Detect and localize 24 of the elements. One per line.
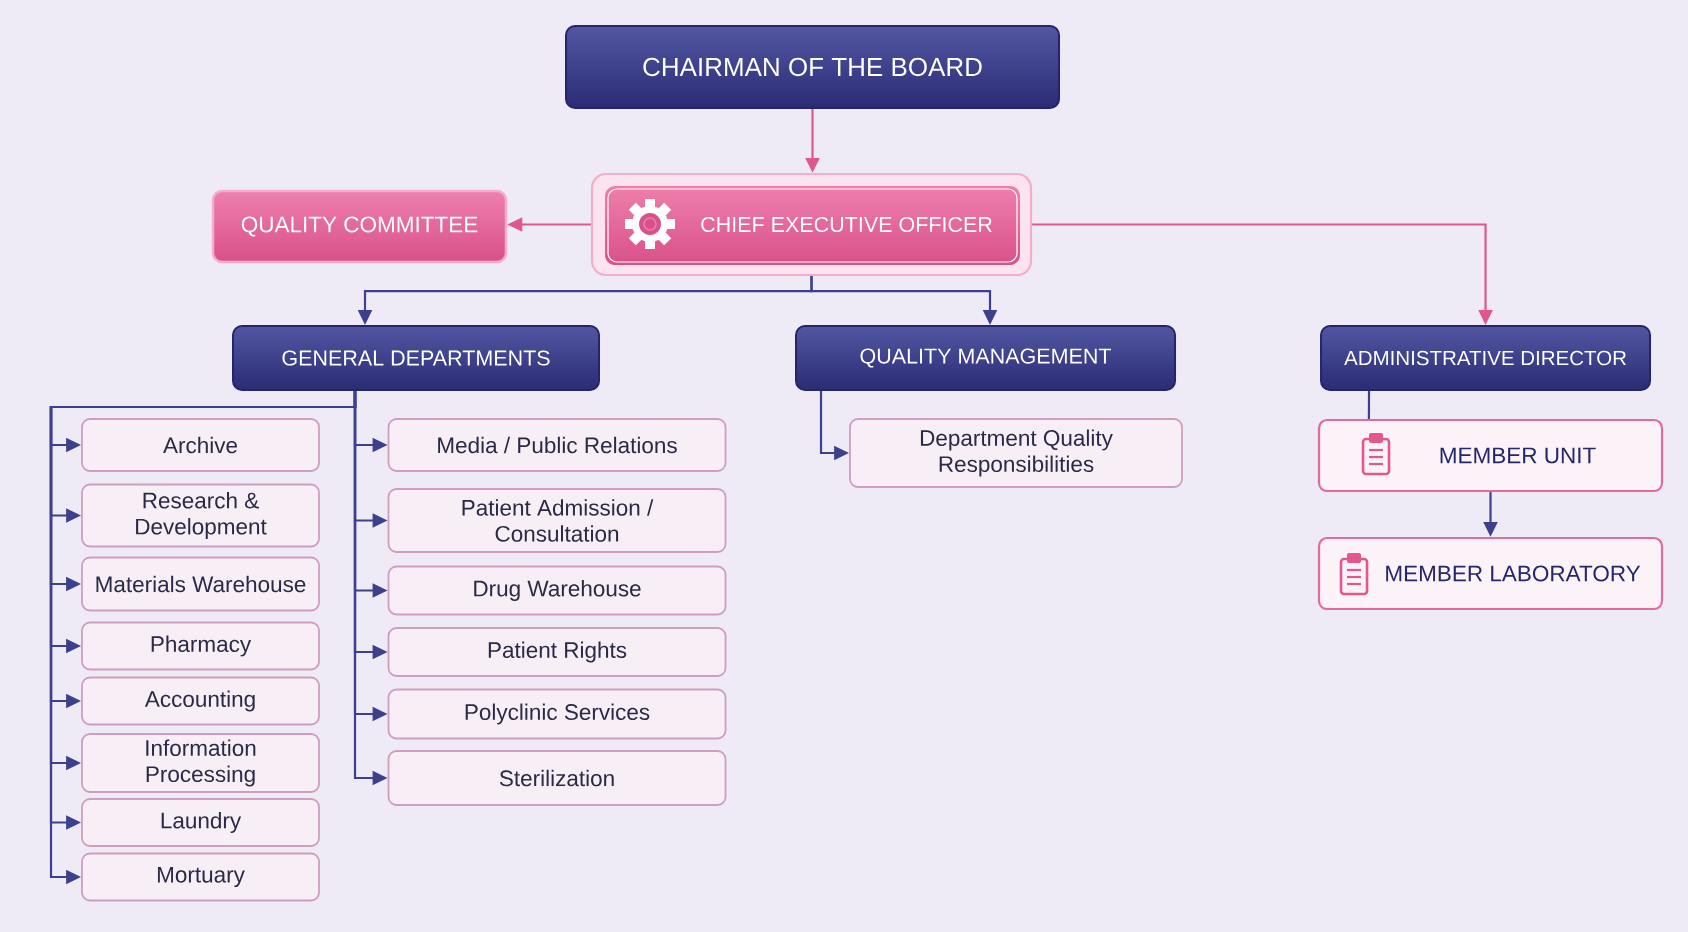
header-box: ADMINISTRATIVE DIRECTOR [1320,325,1651,391]
header-box: CHAIRMAN OF THE BOARD [565,25,1060,109]
unit-box: Media / Public Relations [387,418,727,472]
highlight-box: QUALITY COMMITTEE [211,189,508,264]
unit-box: Research & Development [81,483,320,548]
unit-box: Accounting [81,676,320,726]
header-box: QUALITY MANAGEMENT [795,325,1176,391]
unit-box: Mortuary [81,852,320,902]
unit-box: Drug Warehouse [387,565,727,616]
unit-box: MEMBER LABORATORY [1317,536,1664,611]
unit-box: Polyclinic Services [387,688,727,740]
unit-box: MEMBER UNIT [1317,418,1664,493]
unit-box: Archive [81,418,320,472]
highlight-box: CHIEF EXECUTIVE OFFICER [590,172,1033,277]
unit-box: Information Processing [81,733,320,793]
unit-box: Sterilization [387,750,727,806]
unit-box: Laundry [81,798,320,847]
unit-box: Materials Warehouse [81,556,320,612]
header-box: GENERAL DEPARTMENTS [232,325,600,391]
unit-box: Patient Admission / Consultation [387,488,727,553]
connector-line [1367,391,1371,419]
unit-box: Department Quality Responsibilities [849,418,1183,488]
unit-box: Pharmacy [81,621,320,671]
unit-box: Patient Rights [387,627,727,677]
